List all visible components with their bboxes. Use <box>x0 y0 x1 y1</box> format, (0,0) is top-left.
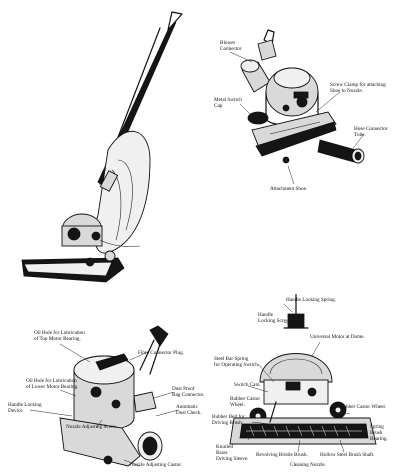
label-rubber-castor-wheel-right: Rubber Castor Wheel. <box>340 404 387 410</box>
label-oil-hole-top: Oil Hole for Lubrication of Top Motor Be… <box>34 330 85 342</box>
label-cleaning-nozzle: Cleaning Nozzle. <box>290 462 327 468</box>
label-attachment-shoe: Attachment Shoe. <box>270 186 308 192</box>
label-handle-locking-spring: Handle Locking Spring. <box>286 297 336 303</box>
label-steel-bar-spring: Steel Bar Spring for Operating Switch. <box>214 356 260 368</box>
label-spring-brush-bearing: Spring Brush Bearing. <box>370 424 388 442</box>
upright-vacuum-drawing <box>21 11 183 283</box>
label-universal-motor: Universal Motor at Dome. <box>310 334 365 340</box>
label-fibre-plug: Fibre Connector Plug. <box>138 350 184 356</box>
brush-cutaway-illustration: Handle Locking Spring. Handle Locking Sc… <box>200 294 400 474</box>
attachment-shoe-drawing <box>229 29 365 185</box>
motor-nozzle-drawing <box>29 325 179 467</box>
label-knurled-driving-sleeve: Knurled Brass Driving Sleeve. <box>216 444 249 462</box>
label-blower-connector: Blower Connector <box>220 40 242 52</box>
motor-nozzle-illustration: Oil Hole for Lubrication of Top Motor Be… <box>0 300 204 474</box>
label-dust-proof-connector: Dust Proof Bag Connector. <box>172 386 205 398</box>
label-automatic-dust-check: Automatic Dust Check. <box>176 404 202 416</box>
upright-vacuum-illustration <box>0 0 200 290</box>
label-rubber-castor-wheel-left: Rubber Castor Wheel. <box>230 396 261 408</box>
label-oil-hole-lower: Oil Hole for Lubrication of Lower Motor … <box>26 378 79 390</box>
label-rubber-belt: Rubber Belt for Driving Brush. <box>212 414 245 426</box>
label-hollow-steel-brush-shaft: Hollow Steel Brush Shaft. <box>320 452 375 458</box>
label-metal-switch-cap: Metal Switch Cap <box>214 97 242 109</box>
label-revolving-bristle-brush: Revolving Bristle Brush. <box>256 452 308 458</box>
label-handle-locking-device: Handle Locking Device <box>8 402 42 414</box>
attachment-shoe-illustration: Blower Connector Metal Switch Cap Screw … <box>200 0 400 200</box>
brush-cutaway-drawing <box>229 294 377 453</box>
label-screw-clamp: Screw Clamp for attaching Shoe to Nozzle… <box>330 82 386 94</box>
label-nozzle-adjusting-castor: Nozzle Adjusting Castor. <box>130 462 183 468</box>
label-handle-locking-screw: Handle Locking Screw. <box>258 312 291 324</box>
label-nozzle-adjusting-screw: Nozzle Adjusting Screw. <box>66 424 118 430</box>
label-hose-connector: Hose Connector Tube. <box>354 126 388 138</box>
label-switch-cam: Switch Cam. <box>234 382 261 388</box>
